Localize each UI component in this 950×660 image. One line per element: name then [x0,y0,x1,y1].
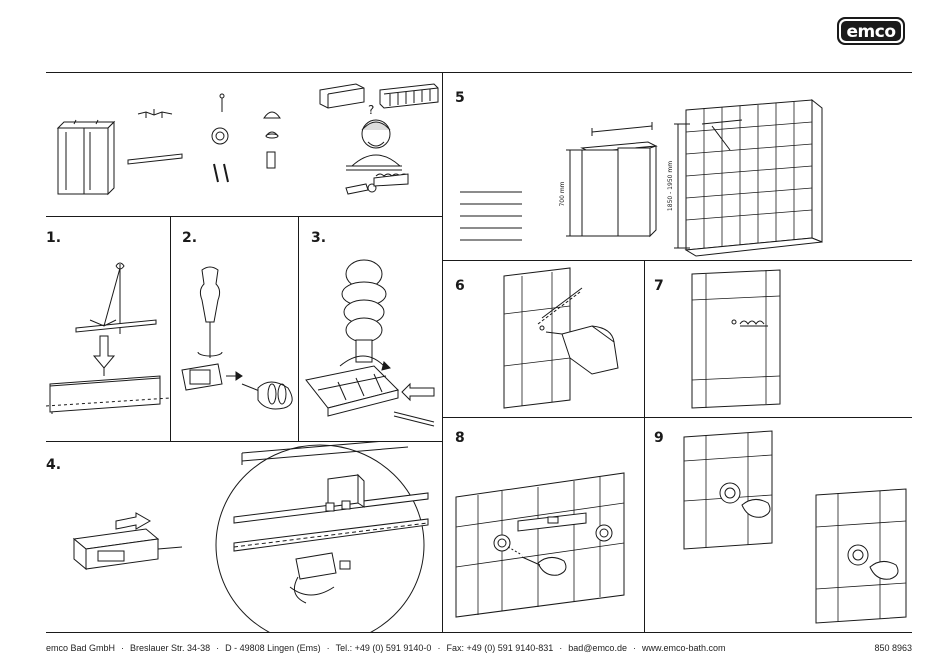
emco-logo: emco [836,16,906,46]
mounting-rail-icon [128,154,182,164]
cabinet-height-label: 700 mm [559,181,566,206]
screw-icon [212,94,228,182]
step-6-illustration [442,260,644,417]
step-4-illustration [46,441,442,632]
footer-street: Breslauer Str. 34-38 [130,643,210,653]
thinking-person-icon: ? [346,103,402,170]
bracket-icon [138,109,172,118]
footer-phone: Tel.: +49 (0) 591 9140-0 [336,643,432,653]
step-7-illustration [644,260,912,417]
wall-material-icon [320,84,438,108]
document-code: 850 8963 [874,643,912,653]
footer-city: D - 49808 Lingen (Ems) [225,643,321,653]
blank-lines [460,192,522,240]
parts-overview-illustration: ? [46,72,442,216]
cap-icon [264,112,280,168]
footer-contact: emco Bad GmbH·Breslauer Str. 34-38·D - 4… [46,643,916,657]
step-1-illustration [46,216,170,441]
step-9-illustration [644,417,912,632]
footer-website[interactable]: www.emco-bath.com [642,643,726,653]
step-2-illustration [170,216,298,441]
mounting-height-label: 1850 - 1950 mm [667,161,674,211]
svg-text:?: ? [368,103,374,117]
step-8-illustration [442,417,644,632]
footer-company: emco Bad GmbH [46,643,115,653]
bottom-rule [46,632,912,633]
mirror-cabinet-icon [58,120,114,194]
footer-email[interactable]: bad@emco.de [568,643,627,653]
step-5-illustration: 700 mm 1850 - 1950 mm [442,72,912,260]
dowel-icon [346,174,408,194]
footer-fax: Fax: +49 (0) 591 9140-831 [446,643,553,653]
logo-text: emco [847,22,896,42]
step-3-illustration [298,216,442,441]
